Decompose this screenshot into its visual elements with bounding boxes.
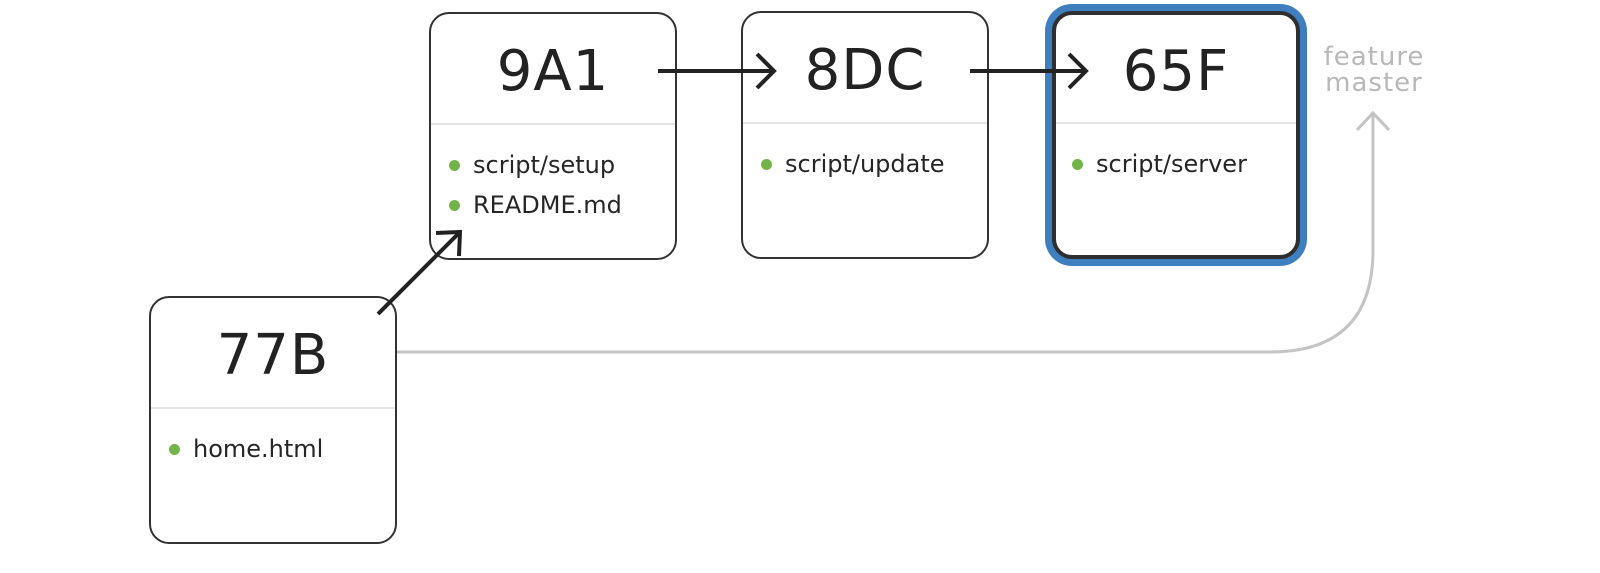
file-item: script/setup xyxy=(449,145,675,185)
changed-files-list: script/server xyxy=(1056,124,1296,184)
commit-box-65f-selected[interactable]: 65F script/server xyxy=(1052,11,1300,259)
file-name: README.md xyxy=(473,191,622,219)
file-dot-icon xyxy=(761,158,772,170)
branch-label-master[interactable]: master xyxy=(1325,68,1423,98)
file-item: script/update xyxy=(761,144,987,184)
commit-box-8dc[interactable]: 8DC script/update xyxy=(741,11,989,259)
commit-hash: 9A1 xyxy=(431,14,675,125)
file-dot-icon xyxy=(449,159,460,171)
file-name: script/setup xyxy=(473,151,616,179)
file-name: script/update xyxy=(785,150,945,178)
file-name: home.html xyxy=(193,435,324,463)
changed-files-list: script/setup README.md xyxy=(431,125,675,225)
arrow-8dc-to-65f xyxy=(970,52,1089,90)
commit-hash: 77B xyxy=(151,298,395,409)
branch-pointer-line xyxy=(376,113,1375,354)
branch-label-feature[interactable]: feature xyxy=(1323,42,1425,72)
changed-files-list: home.html xyxy=(151,409,395,469)
file-dot-icon xyxy=(1072,158,1083,170)
commit-hash: 8DC xyxy=(743,13,987,124)
commit-hash: 65F xyxy=(1056,15,1296,124)
commit-box-77b[interactable]: 77B home.html xyxy=(149,296,397,544)
arrow-77b-to-9a1 xyxy=(376,229,463,316)
file-dot-icon xyxy=(169,443,180,455)
file-dot-icon xyxy=(449,199,460,211)
file-item: README.md xyxy=(449,185,675,225)
file-name: script/server xyxy=(1096,150,1247,178)
arrow-9a1-to-8dc xyxy=(658,52,777,90)
branch-pointer-arrowhead xyxy=(1355,110,1391,132)
file-item: script/server xyxy=(1072,144,1296,184)
changed-files-list: script/update xyxy=(743,124,987,184)
file-item: home.html xyxy=(169,429,395,469)
commit-box-9a1[interactable]: 9A1 script/setup README.md xyxy=(429,12,677,260)
branch-labels: feature master xyxy=(1322,44,1426,96)
